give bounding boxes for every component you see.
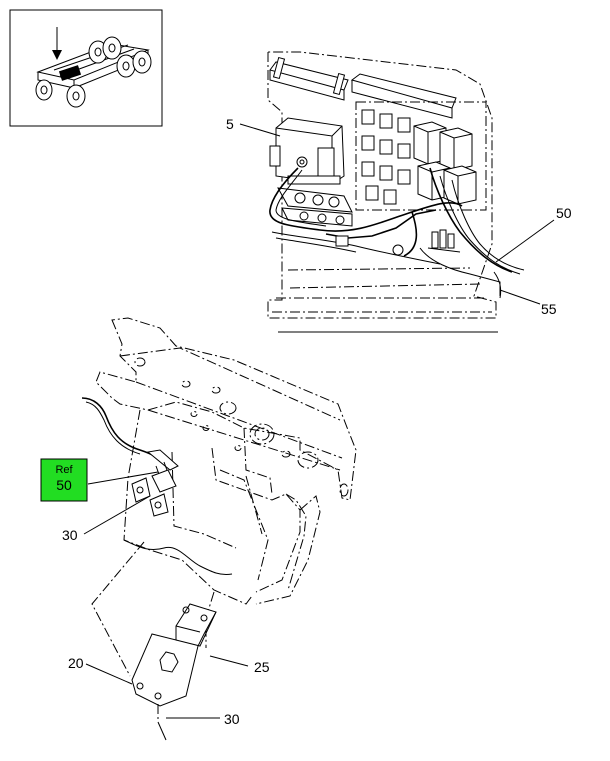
callout-30-lower: 30 xyxy=(224,711,240,727)
ref-label: Ref xyxy=(55,464,73,476)
leader-lines xyxy=(83,123,555,719)
relay-grid xyxy=(361,109,477,205)
ref-box-background xyxy=(40,458,88,502)
ref-number: 50 xyxy=(56,477,72,493)
clip-fasteners-30 xyxy=(131,469,177,517)
callout-25: 25 xyxy=(254,659,270,675)
callout-5: 5 xyxy=(226,116,234,132)
bracket-20 xyxy=(131,603,217,741)
frame-crossmember-assembly xyxy=(81,317,357,741)
callout-20: 20 xyxy=(68,655,84,671)
relay-panel-assembly xyxy=(267,51,525,333)
callout-50: 50 xyxy=(556,205,572,221)
chassis-locator-drawing xyxy=(35,27,152,108)
locator-inset xyxy=(9,9,163,127)
ref-callout-box: Ref 50 xyxy=(40,458,88,502)
callout-30-upper: 30 xyxy=(62,527,78,543)
callout-55: 55 xyxy=(541,301,557,317)
wire-harness-50 xyxy=(269,167,525,299)
module-5 xyxy=(269,117,353,227)
